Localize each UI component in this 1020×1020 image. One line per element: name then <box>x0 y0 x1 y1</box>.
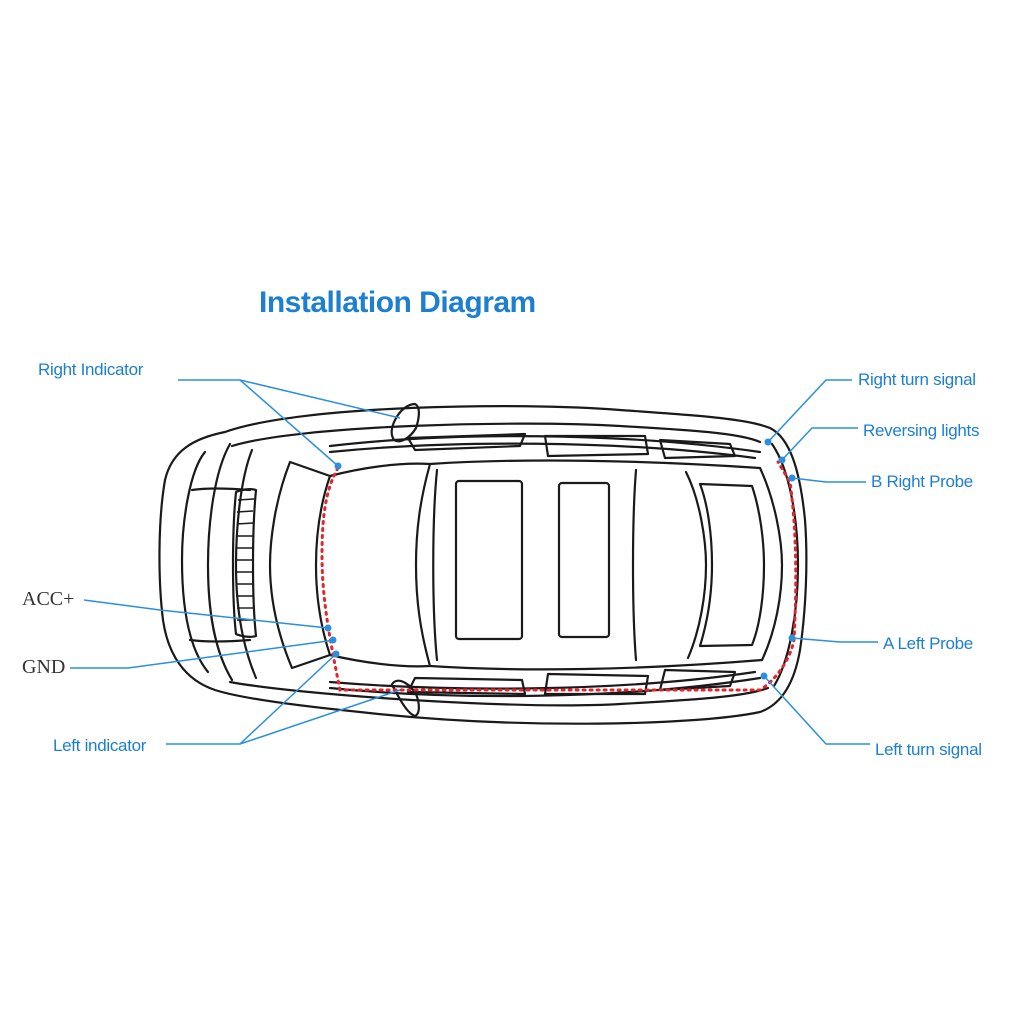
wiring-harness <box>320 460 798 692</box>
a-left-probe-point <box>788 634 796 642</box>
label-gnd: GND <box>22 656 66 678</box>
right-indicator-point <box>334 462 342 470</box>
label-right-indicator: Right Indicator <box>38 360 144 379</box>
car-outline <box>158 402 808 725</box>
left-turn-signal-point <box>760 672 768 680</box>
label-right-turn-signal: Right turn signal <box>858 370 976 389</box>
label-reversing-lights: Reversing lights <box>863 421 980 440</box>
left-indicator-point <box>332 650 340 658</box>
label-a-left-probe: A Left Probe <box>883 634 973 653</box>
callout-lines <box>70 379 878 745</box>
label-b-right-probe: B Right Probe <box>871 472 973 491</box>
connection-points <box>324 438 796 680</box>
gnd-point <box>329 636 337 644</box>
acc-point <box>324 624 332 632</box>
label-left-indicator: Left indicator <box>53 736 147 755</box>
reversing-lights-point <box>778 456 786 464</box>
diagram-title: Installation Diagram <box>259 286 536 319</box>
right-turn-signal-point <box>764 438 772 446</box>
label-left-turn-signal: Left turn signal <box>875 740 982 759</box>
b-right-probe-point <box>788 474 796 482</box>
label-acc-plus: ACC+ <box>22 588 75 610</box>
